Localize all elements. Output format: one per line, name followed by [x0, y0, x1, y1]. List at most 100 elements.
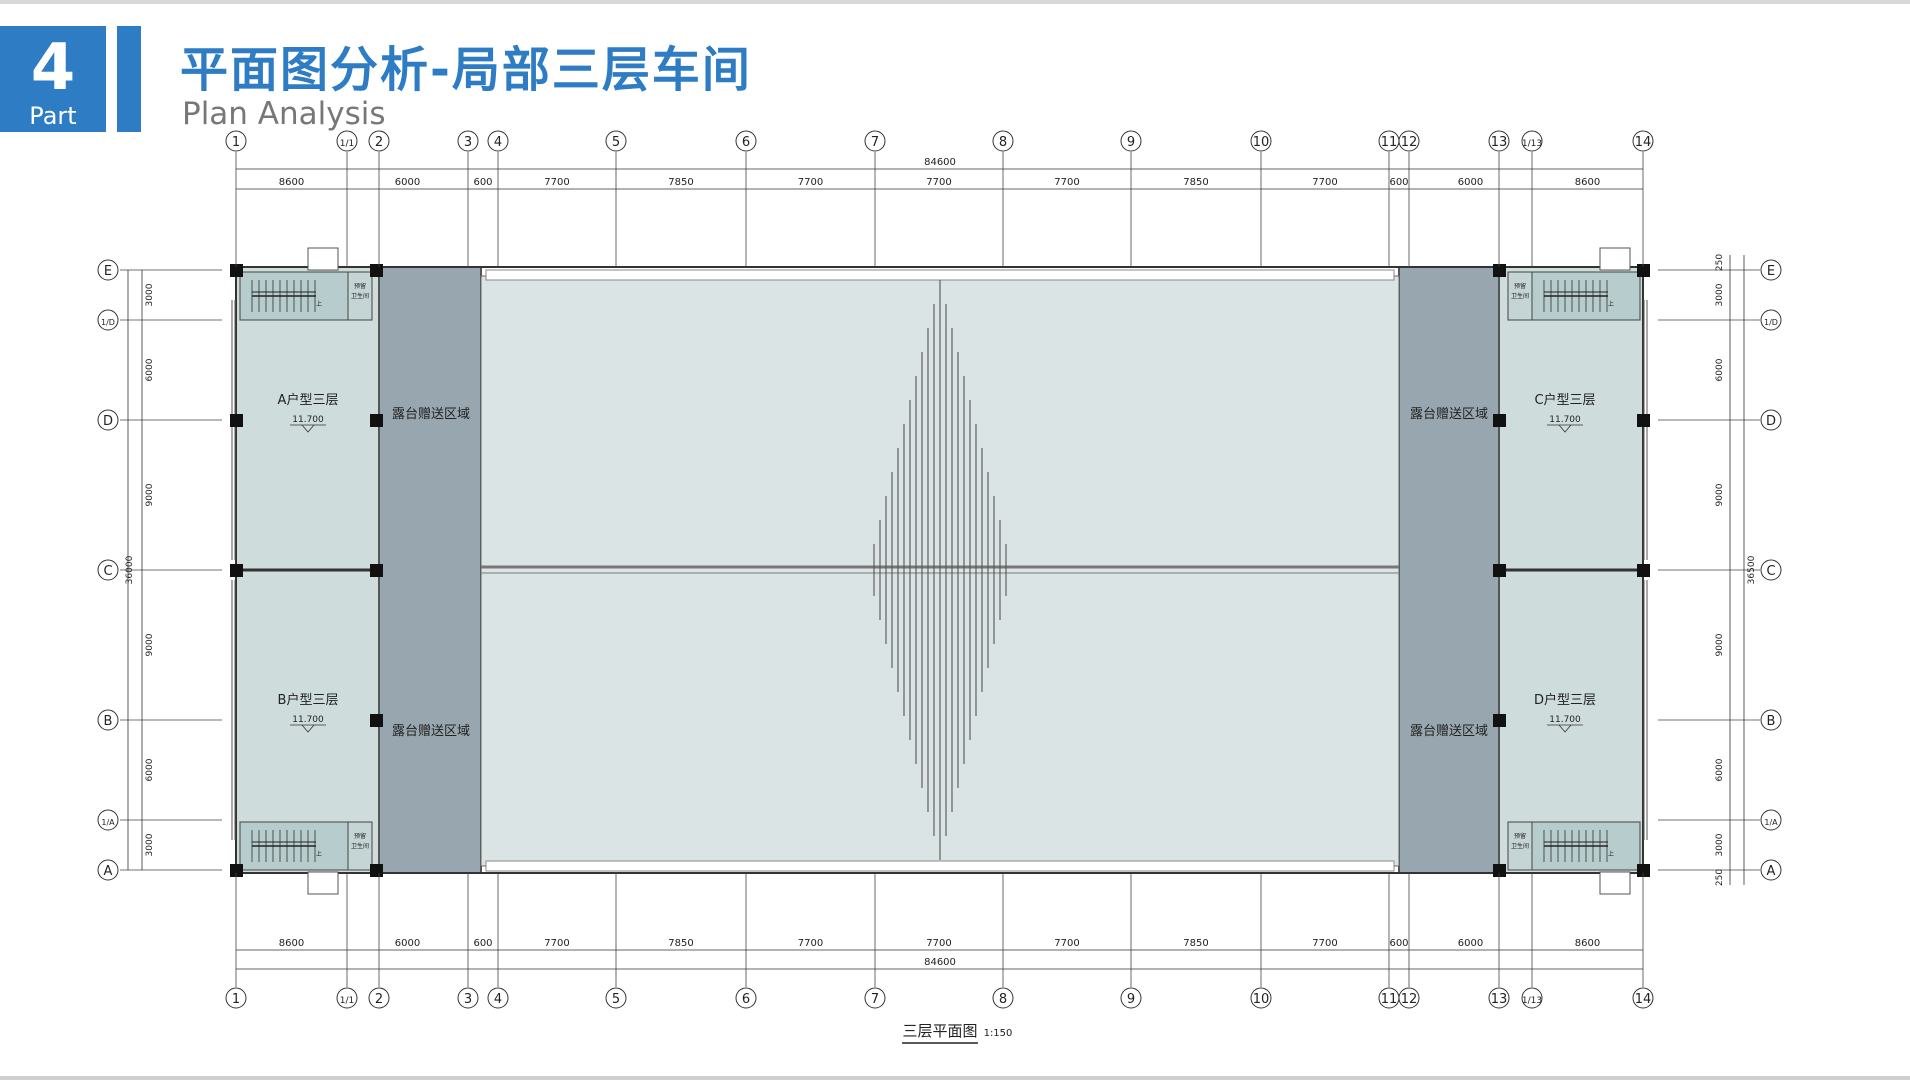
column-axis-bubble	[368, 130, 390, 152]
part-badge: 4 Part	[0, 26, 106, 132]
column-axis-label: 14	[1635, 135, 1652, 150]
column-axis-bubble	[487, 130, 509, 152]
row-axis-label: E	[104, 264, 112, 279]
column-axis-bubble	[605, 130, 627, 152]
column-axis-label: 4	[494, 992, 502, 1007]
column-axis-bubble	[864, 987, 886, 1009]
column-axis-label: 10	[1253, 992, 1270, 1007]
wc-box-bottom-left	[347, 821, 373, 871]
column-axis-bubble	[487, 987, 509, 1009]
stair-up-label-left-top: 上	[316, 300, 322, 308]
structural-column	[1493, 864, 1506, 877]
column-axis-bubble	[992, 130, 1014, 152]
bottom-dim-label: 600	[473, 938, 492, 949]
top-dim-label: 7700	[1054, 177, 1079, 188]
terrace-label: 露台赠送区域	[1410, 724, 1488, 739]
column-axis-label: 7	[871, 992, 879, 1007]
skylight-top	[485, 269, 1395, 281]
bottom-dim-label: 7700	[798, 938, 823, 949]
column-axis-label: 4	[494, 135, 502, 150]
column-axis-label: 5	[612, 135, 620, 150]
column-axis-bubble	[457, 987, 479, 1009]
bottom-dim-label: 8600	[279, 938, 304, 949]
column-axis-bubble	[336, 987, 358, 1009]
column-axis-label: 1	[232, 992, 240, 1007]
wc-label-reserved: 预留	[1514, 282, 1526, 290]
wc-label-reserved: 预留	[354, 282, 366, 290]
column-axis-bubble	[1250, 987, 1272, 1009]
left-dim-label: 3000	[145, 833, 155, 856]
column-axis-label: 8	[999, 135, 1007, 150]
stair-up-label-right-top: 上	[1608, 300, 1614, 308]
bottom-dim-label: 6000	[1458, 938, 1483, 949]
page-subtitle: Plan Analysis	[182, 96, 386, 132]
terrace-label: 露台赠送区域	[392, 724, 470, 739]
wc-label-toilet: 卫生间	[1511, 292, 1529, 300]
stair-up-label-right-bottom: 上	[1608, 850, 1614, 858]
row-axis-bubble	[1760, 559, 1782, 581]
terrace-label: 露台赠送区域	[392, 407, 470, 422]
row-axis-label: 1/A	[1764, 818, 1778, 827]
column-axis-bubble	[1250, 130, 1272, 152]
wc-label-toilet: 卫生间	[1511, 842, 1529, 850]
structural-column	[1637, 564, 1650, 577]
structural-column	[230, 264, 243, 277]
structural-column	[1493, 414, 1506, 427]
structural-column	[230, 564, 243, 577]
right-total-dim-label: 36500	[1747, 555, 1757, 584]
bottom-dim-label: 7700	[1312, 938, 1337, 949]
left-dim-label: 9000	[145, 483, 155, 506]
elevation-mark-triangle	[301, 724, 315, 733]
row-axis-bubble	[97, 559, 119, 581]
top-dim-label: 6000	[395, 177, 420, 188]
column-axis-label: 1/1	[340, 139, 354, 149]
bottom-dim-label: 7700	[544, 938, 569, 949]
terrace-left	[378, 266, 482, 874]
structural-column	[1637, 864, 1650, 877]
column-axis-label: 3	[464, 992, 472, 1007]
room-label: D户型三层	[1534, 692, 1596, 708]
column-axis-label: 3	[464, 135, 472, 150]
column-axis-label: 13	[1491, 992, 1508, 1007]
row-axis-bubble	[97, 809, 119, 831]
column-axis-bubble	[1488, 987, 1510, 1009]
row-axis-bubble	[1760, 259, 1782, 281]
row-axis-label: D	[103, 414, 113, 429]
structural-column	[370, 564, 383, 577]
column-axis-label: 9	[1127, 992, 1135, 1007]
top-dim-label: 7700	[1312, 177, 1337, 188]
left-dim-label: 6000	[145, 758, 155, 781]
part-label: Part	[29, 102, 77, 130]
structural-column	[1637, 414, 1650, 427]
right-dim-label: 250	[1715, 254, 1725, 271]
row-axis-label: 1/D	[1764, 318, 1778, 327]
badge-accent-bar	[117, 26, 141, 132]
wc-box-bottom-right	[1507, 821, 1533, 871]
bottom-dim-label: 7700	[926, 938, 951, 949]
column-axis-bubble	[1488, 130, 1510, 152]
column-axis-label: 10	[1253, 135, 1270, 150]
bottom-dim-label: 7850	[668, 938, 693, 949]
top-dim-label: 7850	[668, 177, 693, 188]
column-axis-label: 5	[612, 992, 620, 1007]
left-dim-label: 6000	[145, 358, 155, 381]
part-number: 4	[30, 31, 76, 105]
column-axis-bubble	[992, 987, 1014, 1009]
row-axis-label: E	[1767, 264, 1775, 279]
column-axis-label: 9	[1127, 135, 1135, 150]
skylight-bottom	[485, 860, 1395, 872]
elevation-mark-triangle	[1558, 424, 1572, 433]
wc-box-top-left	[347, 271, 373, 321]
column-axis-label: 8	[999, 992, 1007, 1007]
column-axis-bubble	[735, 130, 757, 152]
room-label: B户型三层	[278, 692, 339, 708]
structural-column	[1637, 264, 1650, 277]
right-dim-label: 3000	[1715, 833, 1725, 856]
column-axis-label: 2	[375, 992, 383, 1007]
column-axis-bubble	[1120, 987, 1142, 1009]
row-axis-label: A	[104, 864, 113, 879]
column-axis-bubble	[605, 987, 627, 1009]
row-axis-label: D	[1766, 414, 1776, 429]
column-axis-bubble	[1398, 130, 1420, 152]
